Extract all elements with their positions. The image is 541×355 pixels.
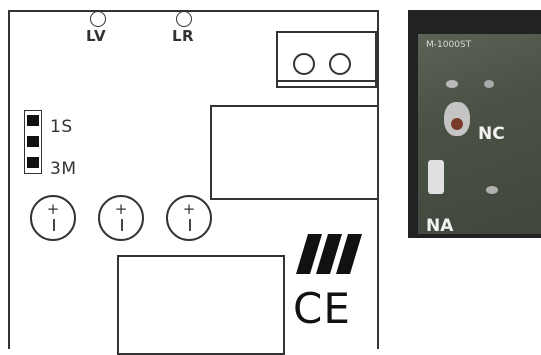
photo-led-3 xyxy=(486,186,498,194)
led-lv xyxy=(90,11,106,27)
bottom-connector xyxy=(117,255,285,355)
board-outline: LV LR 1S 3M + + + CE xyxy=(8,10,379,355)
photo-nc-label: NC xyxy=(478,124,505,144)
photo-relay-dot xyxy=(451,118,463,130)
photo-top-label: M-1000ST xyxy=(426,40,472,50)
jumper-pin-1 xyxy=(27,115,39,126)
led-lr xyxy=(176,11,192,27)
photo-na-label: NA xyxy=(426,216,454,236)
jumper-header xyxy=(24,110,42,174)
photo-led-1 xyxy=(446,80,458,88)
capacitor-2: + xyxy=(98,195,144,241)
board-photo-surface xyxy=(418,34,541,234)
manufacturer-logo-icon xyxy=(296,234,362,274)
capacitor-3: + xyxy=(166,195,212,241)
led-lr-label: LR xyxy=(172,27,195,45)
jumper-pin-2 xyxy=(27,136,39,147)
capacitor-1: + xyxy=(30,195,76,241)
led-lv-label: LV xyxy=(86,27,107,45)
photo-led-2 xyxy=(484,80,494,88)
terminal-block xyxy=(276,31,377,88)
ce-mark: CE xyxy=(293,284,351,333)
terminal-divider xyxy=(278,80,375,82)
jumper-label-3m: 3M xyxy=(50,159,77,179)
jumper-pin-3 xyxy=(27,157,39,168)
terminal-screw-2 xyxy=(329,53,351,75)
photo-wire-icon xyxy=(428,160,444,194)
relay-block xyxy=(210,105,379,200)
board-photo: M-1000ST NC NA xyxy=(408,10,541,238)
terminal-screw-1 xyxy=(293,53,315,75)
jumper-label-1s: 1S xyxy=(50,117,73,137)
